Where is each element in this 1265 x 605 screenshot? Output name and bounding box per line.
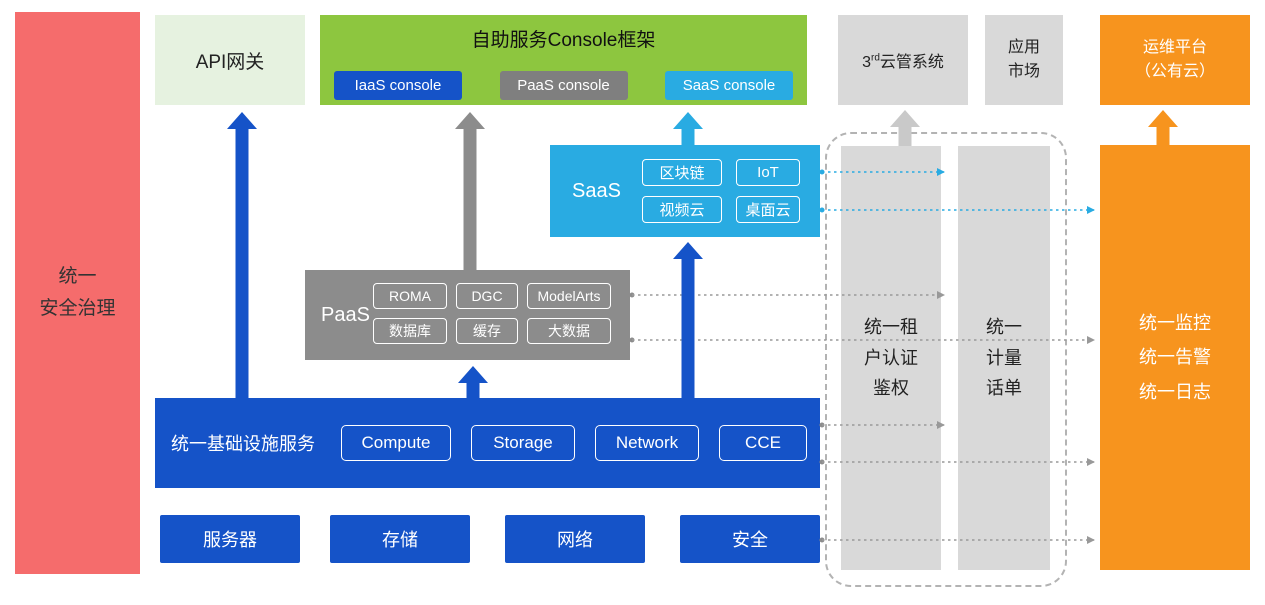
saas-service-video-cloud: 视频云	[642, 196, 722, 223]
console-framework-box: 自助服务Console框架 IaaS console PaaS console …	[320, 15, 807, 105]
saas-console-button: SaaS console	[665, 71, 793, 100]
hardware-network-box: 网络	[505, 515, 645, 563]
api-gateway-box: API网关	[155, 15, 305, 105]
tenant-auth-bar: 统一租 户认证 鉴权	[841, 146, 941, 570]
saas-service-blockchain: 区块链	[642, 159, 722, 186]
hardware-monitoring-link-dot	[819, 537, 825, 543]
paas-service-modelarts: ModelArts	[527, 283, 611, 309]
saas-service-iot: IoT	[736, 159, 800, 186]
iaas-box: 统一基础设施服务 Compute Storage Network CCE	[155, 398, 820, 488]
paas-service-roma: ROMA	[373, 283, 447, 309]
paas-service-bigdata: 大数据	[527, 318, 611, 344]
app-market-box: 应用 市场	[985, 15, 1063, 105]
paas-label: PaaS	[321, 303, 370, 326]
console-framework-title: 自助服务Console框架	[471, 30, 656, 51]
paas-box: PaaS ROMA DGC ModelArts 数据库 缓存 大数据	[305, 270, 630, 360]
saas-service-desktop-cloud: 桌面云	[736, 196, 800, 223]
metering-billing-bar: 统一 计量 话单	[958, 146, 1050, 570]
iaas-service-cce: CCE	[719, 425, 807, 461]
iaas-console-button: IaaS console	[334, 71, 462, 100]
iaas-services-row: Compute Storage Network CCE	[341, 398, 807, 488]
paas-to-console-arrow	[455, 112, 485, 270]
iaas-to-api-gateway-arrow	[227, 112, 257, 398]
saas-auth-link-dot	[819, 169, 825, 175]
saas-to-console-arrow	[673, 112, 703, 145]
iaas-service-network: Network	[595, 425, 699, 461]
saas-label: SaaS	[572, 179, 621, 202]
iaas-to-paas-arrow	[458, 366, 488, 398]
shared-services-dashed-container	[825, 132, 1067, 587]
saas-monitoring-link-dot	[819, 207, 825, 213]
paas-monitoring-link-dot	[629, 337, 635, 343]
iaas-label: 统一基础设施服务	[171, 434, 315, 454]
paas-service-database: 数据库	[373, 318, 447, 344]
iaas-monitoring-link-dot	[819, 459, 825, 465]
paas-service-cache: 缓存	[456, 318, 518, 344]
iaas-auth-link-dot	[819, 422, 825, 428]
third-party-cloud-management-box: 3rd云管系统	[838, 15, 968, 105]
hardware-server-box: 服务器	[160, 515, 300, 563]
third-party-label: 3rd云管系统	[862, 52, 944, 71]
paas-auth-link-dot	[629, 292, 635, 298]
iaas-service-storage: Storage	[471, 425, 575, 461]
monitoring-to-ops-platform-arrow	[1148, 110, 1178, 145]
paas-console-button: PaaS console	[499, 71, 628, 100]
monitoring-alarm-log-bar: 统一监控 统一告警 统一日志	[1100, 145, 1250, 570]
hardware-security-box: 安全	[680, 515, 820, 563]
security-governance-bar: 统一 安全治理	[15, 12, 140, 574]
iaas-service-compute: Compute	[341, 425, 451, 461]
ops-platform-box: 运维平台 （公有云）	[1100, 15, 1250, 105]
hardware-storage-box: 存储	[330, 515, 470, 563]
console-button-row: IaaS console PaaS console SaaS console	[334, 71, 793, 100]
iaas-to-saas-arrow	[673, 242, 703, 398]
paas-services-grid: ROMA DGC ModelArts 数据库 缓存 大数据	[373, 283, 611, 344]
saas-box: SaaS 区块链 IoT 视频云 桌面云	[550, 145, 820, 237]
saas-services-grid: 区块链 IoT 视频云 桌面云	[642, 159, 800, 223]
paas-service-dgc: DGC	[456, 283, 518, 309]
